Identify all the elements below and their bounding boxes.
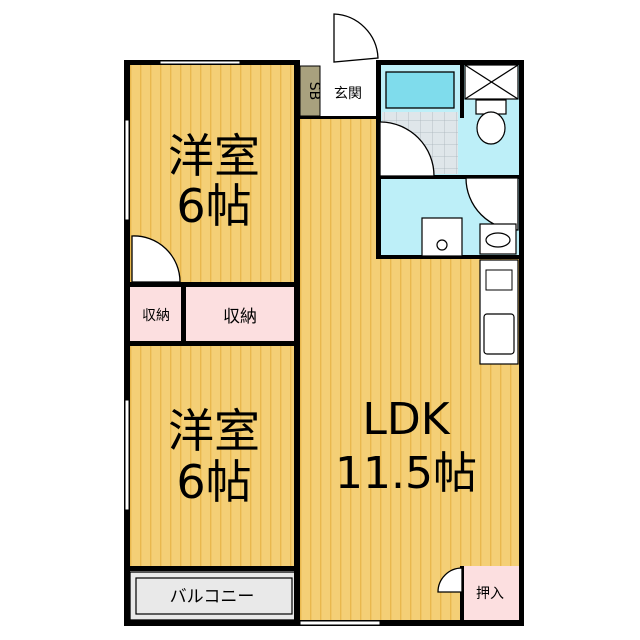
bathtub — [385, 71, 455, 109]
closet-door[interactable] — [131, 235, 181, 283]
toilet-door[interactable] — [465, 177, 519, 231]
balcony-rail — [135, 577, 293, 615]
washing-machine-pan — [421, 217, 463, 257]
wash-basin — [479, 223, 517, 255]
closet-small-label: 収納 — [142, 308, 170, 324]
western-room-1-label: 洋室 — [168, 129, 260, 183]
western-room-2-label: 洋室 — [168, 404, 260, 458]
entrance-door[interactable] — [333, 13, 379, 63]
windows — [124, 60, 381, 626]
western-room-2-floor — [130, 344, 298, 566]
kitchen-counter — [479, 259, 519, 365]
ldk-size: 11.5帖 — [335, 448, 477, 499]
bathroom-door[interactable] — [379, 121, 435, 177]
closet-small-fill — [130, 284, 184, 344]
vent-icon — [464, 64, 519, 100]
oshiire-label: 押入 — [476, 586, 504, 602]
ldk-label: LDK — [362, 394, 450, 445]
oshiire-fill — [462, 566, 519, 620]
western-room-2-size: 6帖 — [176, 455, 251, 509]
shoe-box-label: SB — [306, 82, 322, 101]
toilet — [475, 99, 507, 145]
entrance-label: 玄関 — [334, 85, 362, 102]
balcony-label: バルコニー — [170, 587, 255, 607]
closet-large-label: 収納 — [223, 307, 257, 327]
balcony-floor — [129, 571, 299, 621]
closet-large-fill — [184, 284, 298, 344]
western-room-1-size: 6帖 — [176, 179, 251, 233]
oshiire-door[interactable] — [437, 567, 463, 593]
